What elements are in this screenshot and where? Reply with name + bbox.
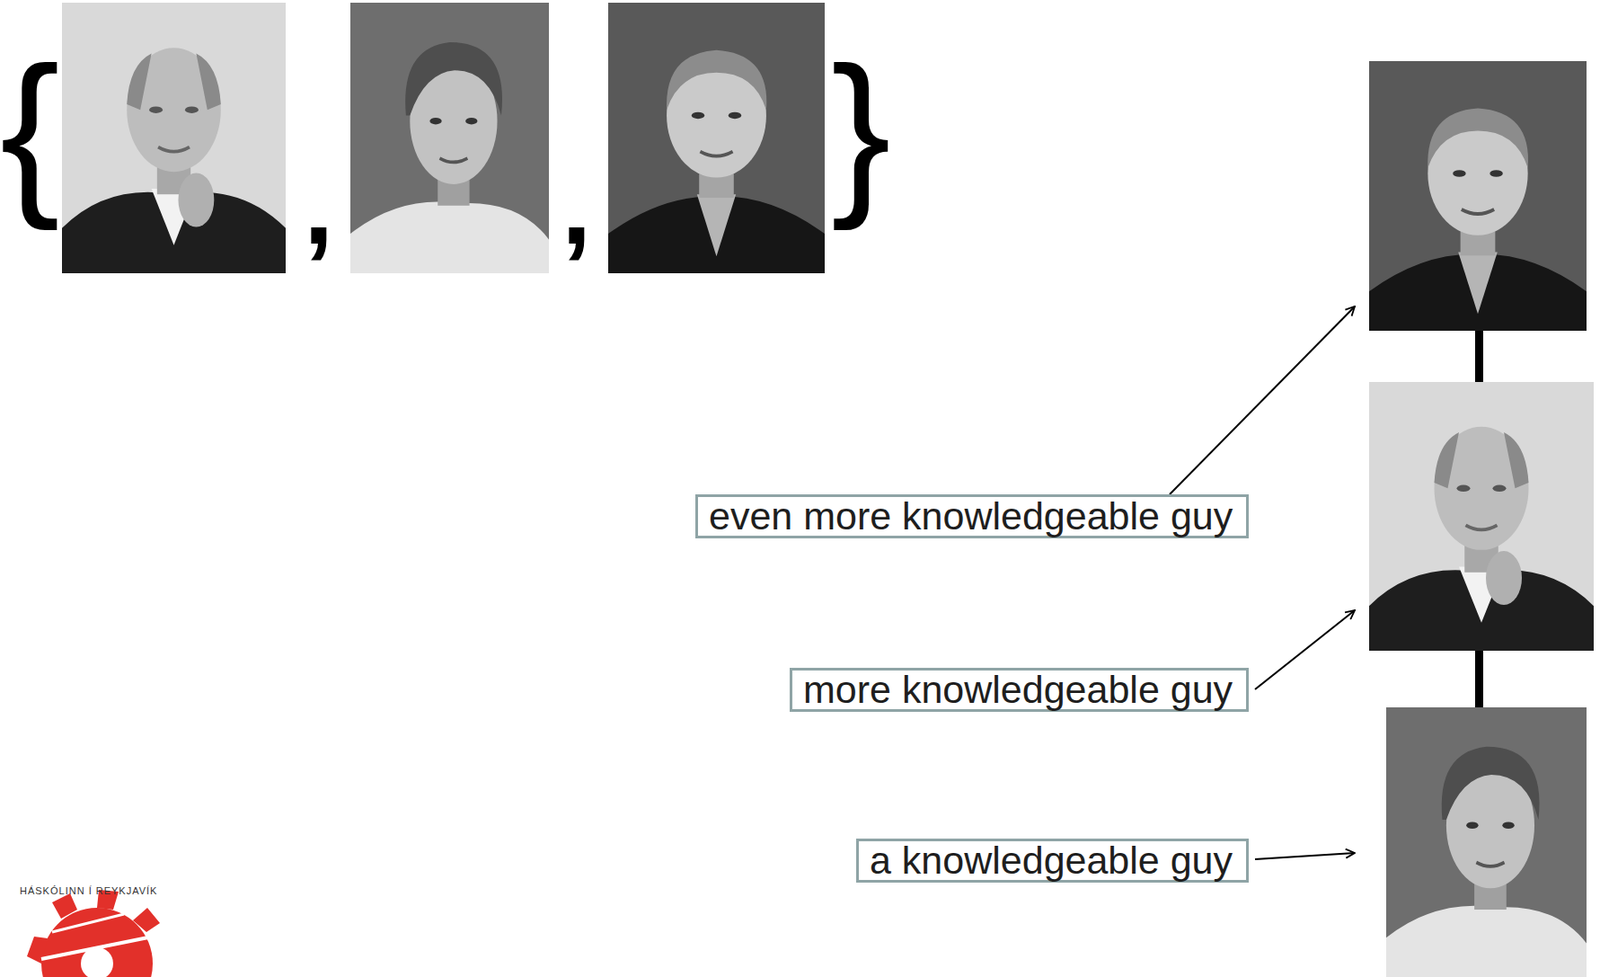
box-label: more knowledgeable guy [803,667,1233,711]
text-box: more knowledgeable guy [789,667,1249,712]
comma: , [561,151,592,260]
text-box: a knowledgeable guy [856,838,1249,883]
brace: } [830,40,892,221]
text-box: even more knowledgeable guy [695,494,1249,539]
brace: { [0,40,61,221]
box-label: even more knowledgeable guy [708,494,1233,538]
comma: , [303,151,334,260]
box-label: a knowledgeable guy [869,838,1233,882]
logo-text: HÁSKÓLINN Í REYKJAVÍK [19,885,158,896]
